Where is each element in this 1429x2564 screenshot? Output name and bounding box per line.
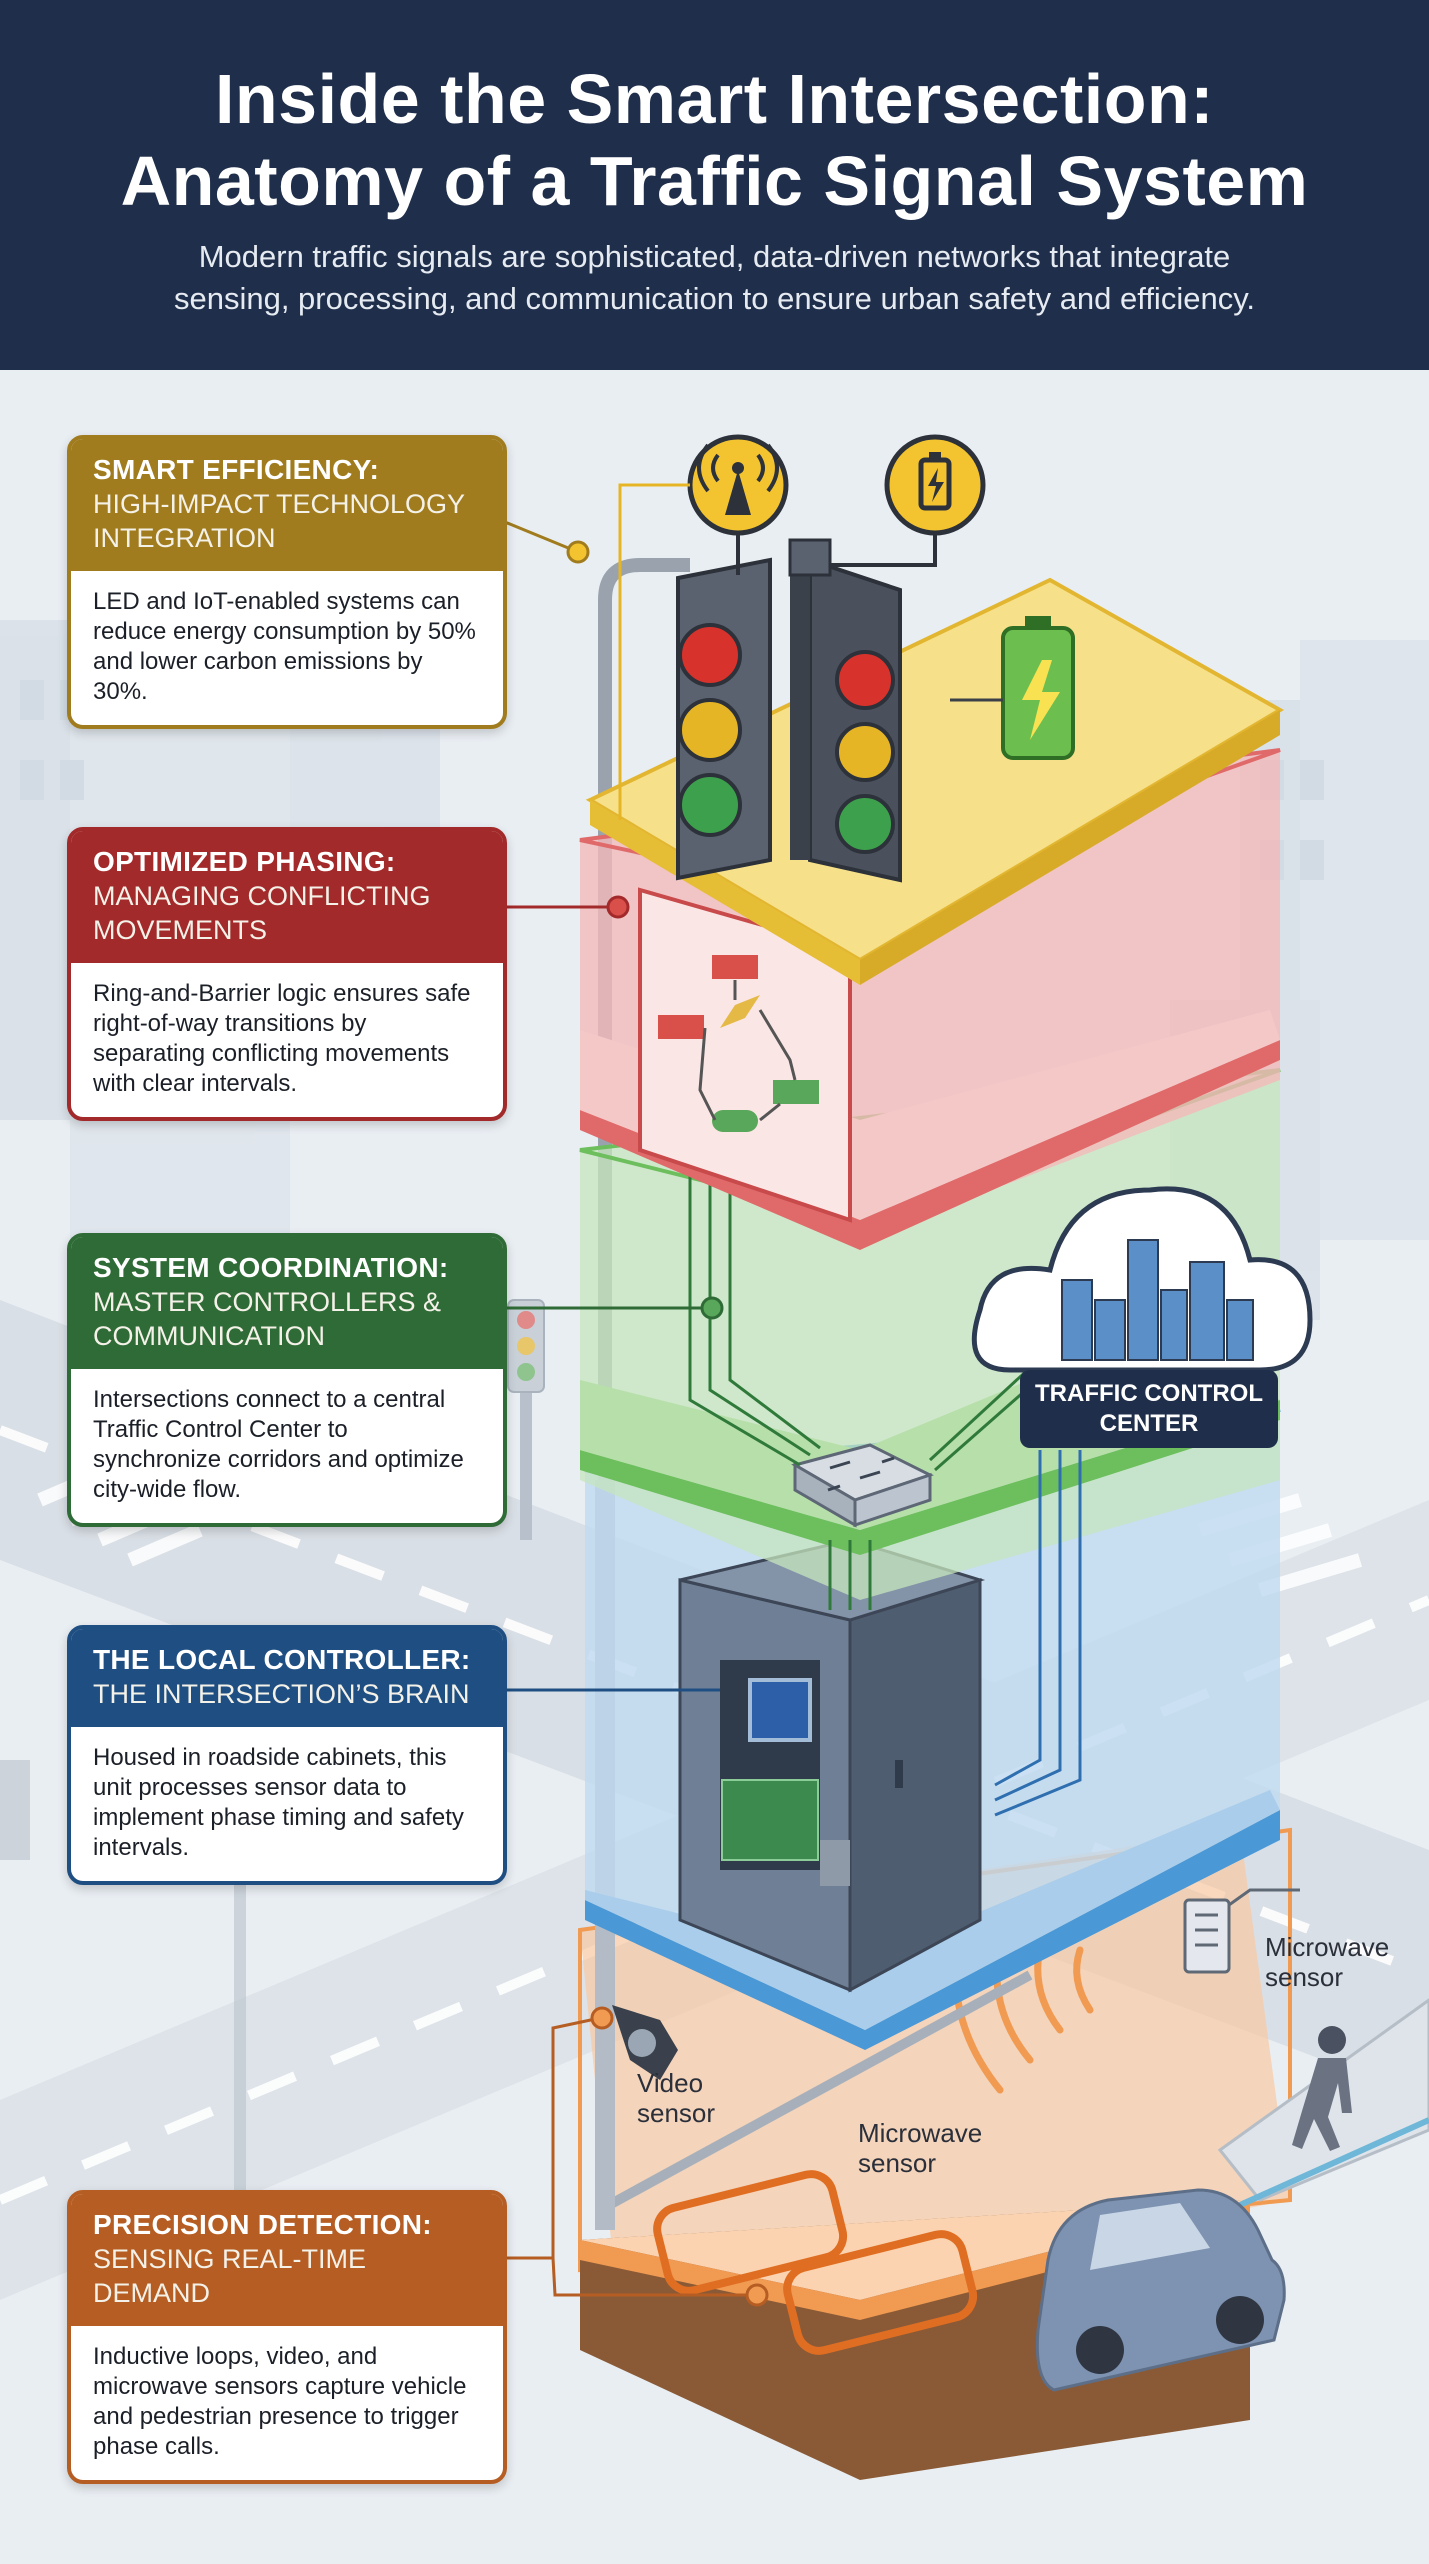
distant-signal-pole: [507, 1299, 545, 1540]
card-header: OPTIMIZED PHASING: MANAGING CONFLICTING …: [71, 831, 503, 963]
card-header: THE LOCAL CONTROLLER: THE INTERSECTION’S…: [71, 1629, 503, 1727]
link-lines-to-tcc: [994, 1450, 1082, 1817]
microwave-sensor-label-lower: Microwave sensor: [858, 2118, 982, 2178]
subtitle-line-2: sensing, processing, and communication t…: [173, 281, 1256, 316]
card-subtitle-line-2: COMMUNICATION: [93, 1321, 325, 1351]
traffic-control-center-cloud: [971, 1186, 1313, 1373]
card-local-controller: THE LOCAL CONTROLLER: THE INTERSECTION’S…: [67, 1625, 507, 1885]
video-sensor-icon: [612, 2005, 678, 2080]
tcc-label-line-1: TRAFFIC CONTROL: [1035, 1380, 1263, 1407]
video-sensor-line-1: Video: [637, 2068, 704, 2098]
header-banner: Inside the Smart Intersection: Anatomy o…: [0, 0, 1429, 370]
card-body: LED and IoT-enabled systems can reduce e…: [93, 588, 476, 705]
card-smart-efficiency: SMART EFFICIENCY: HIGH-IMPACT TECHNOLOGY…: [67, 435, 507, 729]
card-header: SYSTEM COORDINATION: MASTER CONTROLLERS …: [71, 1237, 503, 1369]
video-sensor-label: Video sensor: [637, 2068, 715, 2128]
traffic-signal-head-right: [790, 557, 902, 883]
inductive-loops: [653, 2170, 978, 2355]
card-header: SMART EFFICIENCY: HIGH-IMPACT TECHNOLOGY…: [71, 439, 503, 571]
card-subtitle-line-1: HIGH-IMPACT TECHNOLOGY: [93, 489, 466, 519]
card-subtitle-line-1: MASTER CONTROLLERS &: [93, 1287, 442, 1317]
pedestrian-figure: [1292, 2026, 1352, 2151]
traffic-control-center-label: TRAFFIC CONTROL CENTER: [1020, 1370, 1278, 1448]
leader-lines: [499, 518, 769, 2307]
card-subtitle-line-2: INTEGRATION: [93, 523, 276, 553]
card-title: PRECISION DETECTION:: [93, 2209, 432, 2240]
card-title: THE LOCAL CONTROLLER:: [93, 1644, 471, 1675]
microwave-sensor-lower-line-1: Microwave: [858, 2118, 983, 2148]
card-title: OPTIMIZED PHASING:: [93, 846, 396, 877]
microwave-sensor-upper-line-1: Microwave: [1265, 1932, 1390, 1962]
card-subtitle-line-2: MOVEMENTS: [93, 915, 268, 945]
traffic-signal-head-left: [676, 557, 772, 881]
microwave-sensor-label-upper: Microwave sensor: [1265, 1932, 1389, 1992]
microwave-sensor-lower-line-2: sensor: [858, 2148, 937, 2178]
intersection-scene: [0, 370, 1429, 2560]
card-body: Housed in roadside cabinets, this unit p…: [93, 1744, 464, 1861]
title-line-1: Inside the Smart Intersection:: [214, 60, 1215, 138]
car: [1035, 2188, 1286, 2392]
card-body: Inductive loops, video, and microwave se…: [93, 2343, 467, 2460]
controller-cabinet: [678, 1538, 986, 1993]
card-subtitle-line-1: SENSING REAL-TIME DEMAND: [93, 2244, 367, 2308]
signal-mast-arm: [598, 558, 690, 1480]
subtitle-line-1: Modern traffic signals are sophisticated…: [198, 239, 1231, 274]
card-title: SMART EFFICIENCY:: [93, 454, 380, 485]
battery-icon: [1001, 616, 1075, 760]
network-switch-icon: [791, 1443, 934, 1528]
card-system-coordination: SYSTEM COORDINATION: MASTER CONTROLLERS …: [67, 1233, 507, 1527]
title-line-2: Anatomy of a Traffic Signal System: [120, 142, 1309, 220]
wireless-antenna-icon: [687, 434, 789, 536]
processor-chip-icon: [748, 1678, 812, 1742]
intersection-illustration: [0, 434, 1429, 2480]
card-header: PRECISION DETECTION: SENSING REAL-TIME D…: [71, 2194, 503, 2326]
efficiency-layer: [585, 577, 1284, 985]
video-sensor-line-2: sensor: [637, 2098, 716, 2128]
card-title: SYSTEM COORDINATION:: [93, 1252, 449, 1283]
card-subtitle-line-1: MANAGING CONFLICTING: [93, 881, 431, 911]
card-body: Ring-and-Barrier logic ensures safe righ…: [93, 980, 471, 1097]
card-subtitle-line-1: THE INTERSECTION’S BRAIN: [93, 1679, 470, 1709]
microwave-sensor-upper-line-2: sensor: [1265, 1962, 1344, 1992]
battery-status-icon: [884, 434, 986, 536]
circuit-board: [721, 1779, 819, 1861]
card-precision-detection: PRECISION DETECTION: SENSING REAL-TIME D…: [67, 2190, 507, 2484]
page-subtitle: Modern traffic signals are sophisticated…: [60, 236, 1369, 320]
tcc-label-line-2: CENTER: [1099, 1410, 1199, 1437]
page-title: Inside the Smart Intersection: Anatomy o…: [0, 58, 1429, 222]
card-body: Intersections connect to a central Traff…: [93, 1386, 464, 1503]
card-optimized-phasing: OPTIMIZED PHASING: MANAGING CONFLICTING …: [67, 827, 507, 1121]
microwave-sensor-box-icon: [1183, 1888, 1300, 1974]
